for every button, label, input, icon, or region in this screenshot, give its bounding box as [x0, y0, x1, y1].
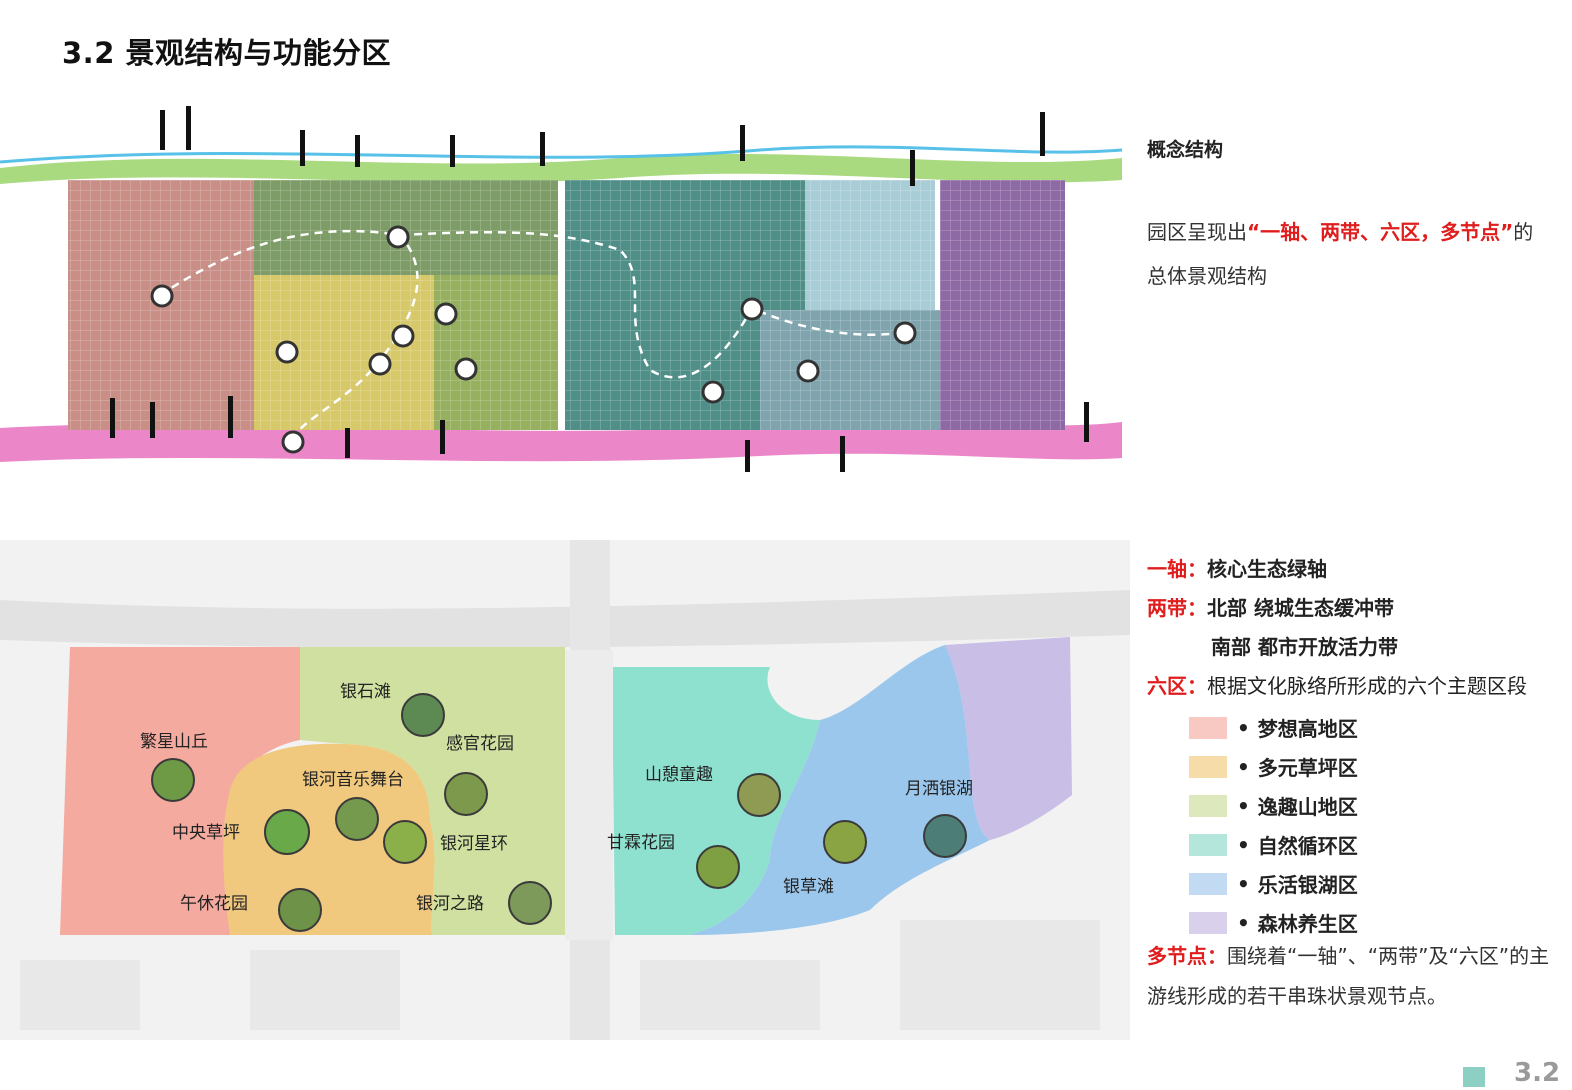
nodes-value: 围绕着“一轴”、“两带”及“六区”的主游线形成的若干串珠状景观节点。 — [1147, 944, 1550, 1008]
legend-swatch — [1189, 794, 1227, 817]
intro-text-end: 的总体景观结构 — [1147, 220, 1534, 288]
intro-text: 园区呈现出 — [1147, 220, 1247, 244]
concept-node — [893, 321, 917, 345]
concept-node — [281, 430, 305, 454]
label-wuxiu: 午休花园 — [180, 894, 248, 914]
axis-label: 一轴： — [1147, 557, 1207, 581]
belts-label: 两带： — [1147, 596, 1207, 620]
intro-highlight: “一轴、两带、六区，多节点” — [1247, 220, 1514, 244]
concept-zone-teal — [565, 180, 990, 430]
label-yinhe-road: 银河之路 — [416, 894, 484, 914]
concept-node — [386, 225, 410, 249]
node-yincaotan — [823, 820, 867, 864]
concept-node — [454, 357, 478, 381]
concept-zone-green-yellow — [254, 180, 558, 430]
legend-swatch — [1189, 911, 1227, 934]
legend-item: •森林养生区 — [1147, 903, 1567, 942]
node-zhongyang — [264, 809, 310, 855]
zone-natural-cycle — [612, 667, 820, 935]
zone-legend: •梦想高地区 •多元草坪区 •逸趣山地区 •自然循环区 •乐活银湖区 •森林养生… — [1147, 708, 1567, 942]
legend-swatch — [1189, 872, 1227, 895]
label-ganlin: 甘霖花园 — [607, 833, 675, 853]
page-number: 3.2 — [1514, 1058, 1561, 1088]
nodes-description: 多节点：围绕着“一轴”、“两带”及“六区”的主游线形成的若干串珠状景观节点。 — [1147, 936, 1562, 1016]
concept-node — [150, 284, 174, 308]
concept-node — [368, 352, 392, 376]
label-ganguan: 感官花园 — [446, 734, 514, 754]
belt-north: 北部 绕城生态缓冲带 — [1207, 596, 1394, 620]
zones-value: 根据文化脉络所形成的六个主题区段 — [1207, 674, 1527, 698]
node-yinhe-ring — [383, 820, 427, 864]
zone-mountain-fun — [300, 647, 565, 935]
concept-node — [740, 297, 764, 321]
belt-south: 南部 都市开放活力带 — [1211, 635, 1398, 659]
legend-label: 森林养生区 — [1257, 912, 1358, 936]
legend-swatch — [1189, 716, 1227, 739]
node-yinhe-stage — [335, 797, 379, 841]
label-shanqi: 山憩童趣 — [645, 765, 713, 785]
concept-zone-purple — [940, 180, 1065, 430]
legend-item: •乐活银湖区 — [1147, 864, 1567, 903]
legend-swatch — [1189, 755, 1227, 778]
node-wuxiu — [278, 888, 322, 932]
concept-heading: 概念结构 — [1147, 139, 1224, 161]
node-shanqi — [737, 773, 781, 817]
legend-label: 逸趣山地区 — [1257, 795, 1358, 819]
label-yinhe-stage: 银河音乐舞台 — [302, 770, 404, 790]
legend-swatch — [1189, 833, 1227, 856]
legend-label: 梦想高地区 — [1257, 717, 1358, 741]
legend-item: •逸趣山地区 — [1147, 786, 1567, 825]
people-silhouettes — [110, 106, 1089, 472]
legend-label: 乐活银湖区 — [1257, 873, 1358, 897]
legend-item: •多元草坪区 — [1147, 747, 1567, 786]
node-ganguan — [444, 772, 488, 816]
concept-intro: 园区呈现出“一轴、两带、六区，多节点”的总体景观结构 — [1147, 210, 1552, 298]
concept-node — [796, 359, 820, 383]
concept-structure-illustration — [0, 106, 1122, 472]
legend-item: •自然循环区 — [1147, 825, 1567, 864]
label-yinshitan: 银石滩 — [340, 682, 391, 702]
zones-label: 六区： — [1147, 674, 1207, 698]
node-yinhe-road — [508, 881, 552, 925]
structure-list: 一轴：核心生态绿轴 两带：北部 绕城生态缓冲带 南部 都市开放活力带 六区：根据… — [1147, 552, 1567, 1016]
zone-silver-lake — [690, 645, 990, 935]
concept-node — [275, 340, 299, 364]
label-yuesa: 月洒银湖 — [905, 779, 973, 799]
node-yuesa — [923, 814, 967, 858]
label-fanxing: 繁星山丘 — [140, 732, 208, 752]
concept-node — [701, 380, 725, 404]
node-ganlin — [696, 845, 740, 889]
label-yincaotan: 银草滩 — [783, 877, 834, 897]
zone-forest-wellness — [945, 637, 1072, 840]
zone-diverse-lawn — [223, 743, 435, 935]
nodes-label: 多节点： — [1147, 944, 1227, 968]
node-fanxing — [151, 758, 195, 802]
concept-node — [391, 324, 415, 348]
node-yinshitan — [401, 693, 445, 737]
concept-node — [434, 302, 458, 326]
legend-item: •梦想高地区 — [1147, 708, 1567, 747]
label-yinhe-ring: 银河星环 — [440, 834, 508, 854]
page-number-marker — [1463, 1067, 1485, 1087]
page-title: 3.2 景观结构与功能分区 — [62, 36, 391, 70]
zoning-plan-map: 繁星山丘 银石滩 感官花园 银河音乐舞台 中央草坪 银河星环 午休花园 银河之路… — [0, 540, 1130, 1040]
axis-value: 核心生态绿轴 — [1207, 557, 1327, 581]
legend-label: 多元草坪区 — [1257, 756, 1358, 780]
legend-label: 自然循环区 — [1257, 834, 1358, 858]
label-zhongyang: 中央草坪 — [172, 823, 240, 843]
